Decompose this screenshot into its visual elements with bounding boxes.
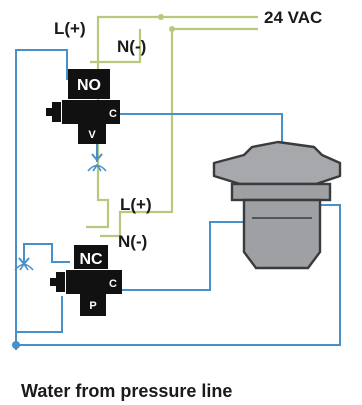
upper-vent [87, 140, 107, 172]
supply-voltage-label: 24 VAC [264, 8, 322, 27]
upper-solenoid-valve: NO C V [46, 69, 120, 144]
upper-valve-body [62, 100, 120, 124]
neutral-wire-branch-upper [90, 29, 142, 64]
lower-valve-override-knob-icon [50, 278, 58, 286]
lower-vent-line [23, 243, 70, 263]
upper-valve-common-port-label: C [109, 108, 117, 120]
lower-valve-port-label: P [89, 300, 96, 312]
upper-valve-state-label: NO [77, 77, 101, 94]
lower-valve-state-label: NC [79, 251, 103, 268]
power-wires [86, 14, 258, 238]
main-pressure-line [16, 204, 341, 346]
lower-exhaust-icon [14, 262, 34, 271]
upper-exhaust-icon [87, 163, 107, 172]
actuator-base [242, 198, 322, 270]
lower-supply-branch [16, 296, 63, 333]
lower-flow-arrow-icon [18, 248, 30, 266]
upper-valve-port-block [78, 122, 106, 144]
lower-vent [14, 248, 34, 271]
upper-valve-override-knob-icon [46, 108, 54, 116]
upper-valve-to-actuator [120, 113, 283, 154]
actuator-dome [212, 140, 342, 186]
upper-valve-port-label: V [88, 129, 96, 141]
upper-valve-manual-override-icon [52, 102, 61, 122]
lower-solenoid-valve: NC C P [50, 245, 122, 316]
water-lines [12, 49, 341, 350]
lower-valve-to-actuator [120, 221, 246, 291]
upper-live-label: L(+) [54, 19, 86, 38]
neutral-junction-dot [169, 26, 175, 32]
live-junction-dot [158, 14, 164, 20]
actuator-flange [230, 182, 332, 202]
upper-valve-coil [68, 69, 110, 99]
live-wire [86, 15, 258, 229]
lower-valve-common-port-label: C [109, 278, 117, 290]
lower-valve-coil [74, 245, 108, 269]
pressure-supply-line [15, 49, 68, 350]
pressure-junction-dot [12, 341, 20, 349]
upper-neutral-label: N(-) [117, 37, 146, 56]
neutral-wire [100, 27, 258, 238]
lower-valve-body [66, 270, 122, 294]
lower-valve-manual-override-icon [56, 272, 65, 292]
actuator [212, 140, 342, 270]
lower-valve-port-block [80, 294, 106, 316]
lower-live-label: L(+) [120, 195, 152, 214]
lower-neutral-label: N(-) [118, 232, 147, 251]
diagram-caption: Water from pressure line [21, 381, 232, 401]
